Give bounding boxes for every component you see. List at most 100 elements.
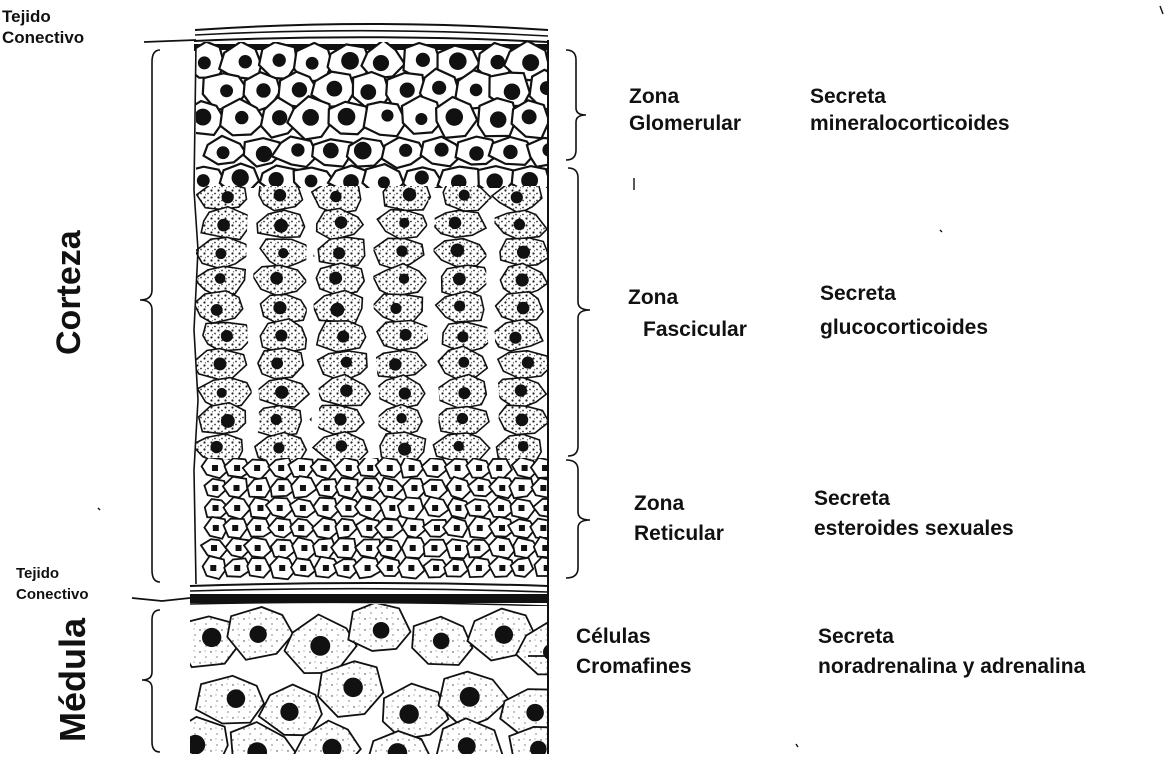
reticularis-nucleus [387, 465, 393, 471]
reticularis-nucleus [540, 525, 546, 531]
glomerulosa-nucleus [194, 109, 211, 126]
fasciculata-nucleus [398, 443, 411, 456]
chromaffin-nucleus [460, 687, 480, 707]
fasciculata-nucleus [457, 331, 468, 342]
tejido-top-line1: Tejido [2, 7, 84, 28]
fasciculata-nucleus [340, 384, 352, 396]
fasciculata-nucleus [514, 219, 525, 230]
glomerulosa-nucleus [416, 53, 430, 67]
reticular-secretion-line1: Secreta [814, 484, 1014, 514]
reticularis-nucleus [499, 525, 505, 531]
chromaffin-nucleus [310, 636, 330, 656]
reticularis-nucleus [298, 525, 304, 531]
zona-fascicular-label: Zona Fascicular [628, 282, 747, 345]
fasciculata-nucleus [335, 216, 348, 229]
fasciculata-nucleus [390, 303, 401, 314]
glomerulosa-nucleus [272, 110, 287, 125]
fasciculata-nucleus [509, 332, 521, 344]
glomerulosa-nucleus [291, 143, 304, 156]
fasciculata-nucleus [400, 329, 412, 341]
fasciculata-nucleus [215, 248, 226, 259]
chromaffin-nucleus [186, 735, 206, 755]
reticularis-nucleus [387, 525, 393, 531]
reticularis-nucleus [498, 505, 504, 511]
zona-fasciculata-cells [192, 180, 551, 466]
reticularis-nucleus [321, 465, 327, 471]
reticularis-nucleus [324, 485, 330, 491]
fasciculata-nucleus [222, 191, 234, 203]
glomerulosa-nucleus [306, 57, 319, 70]
glomerulosa-nucleus [239, 55, 252, 68]
reticularis-nucleus [455, 485, 461, 491]
glomerulosa-nucleus [354, 142, 372, 160]
chromaffin-nucleus [373, 622, 390, 639]
fasciculata-nucleus [517, 302, 530, 315]
reticularis-nucleus [521, 545, 527, 551]
reticularis-nucleus [343, 545, 349, 551]
fasciculata-nucleus [337, 331, 349, 343]
fasciculata-nucleus [518, 441, 529, 452]
reticularis-nucleus [366, 525, 372, 531]
glomerulosa-nucleus [292, 82, 307, 97]
fasciculata-nucleus [274, 189, 287, 202]
chromaffin-nucleus [399, 704, 418, 723]
reticularis-nucleus [410, 525, 416, 531]
reticularis-nucleus [210, 565, 216, 571]
reticularis-nucleus [518, 565, 524, 571]
celulas-cromafines-label: Células Cromafines [576, 622, 692, 683]
glomerulosa-nucleus [373, 55, 389, 71]
reticularis-nucleus [431, 545, 437, 551]
glomerulosa-nucleus [256, 146, 272, 162]
reticularis-nucleus [213, 505, 219, 511]
glomerulosa-nucleus [446, 108, 464, 126]
fasciculata-nucleus [389, 358, 401, 370]
reticularis-nucleus [234, 505, 240, 511]
reticularis-nucleus [324, 525, 330, 531]
reticularis-nucleus [499, 485, 505, 491]
celulas-cromafines-line1: Células [576, 622, 692, 652]
capsule-connective-tissue-bottom [190, 583, 548, 606]
glomerulosa-nucleus [542, 143, 556, 157]
fasciculata-nucleus [217, 388, 227, 398]
reticularis-nucleus [411, 485, 417, 491]
zona-reticular-line1: Zona [634, 489, 724, 519]
glomerulosa-nucleus [490, 55, 505, 70]
reticularis-nucleus [455, 545, 461, 551]
glomerulosa-nucleus [220, 84, 233, 97]
reticularis-nucleus [254, 465, 260, 471]
reticularis-nucleus [408, 505, 414, 511]
glomerulosa-nucleus [302, 109, 319, 126]
reticularis-nucleus [255, 525, 261, 531]
glomerulosa-nucleus [256, 83, 270, 97]
corteza-brace [140, 50, 160, 582]
reticularis-nucleus [323, 565, 329, 571]
medula-label: Médula [51, 615, 95, 745]
glomerulosa-nucleus [305, 175, 318, 188]
zona-glomerular-label: Zona Glomerular [629, 84, 741, 138]
reticularis-nucleus [365, 565, 371, 571]
reticularis-nucleus [212, 465, 218, 471]
glomerulosa-nucleus [469, 146, 484, 161]
zona-fascicular-line2: Fascicular [628, 314, 747, 346]
reticularis-nucleus [476, 565, 482, 571]
reticularis-nucleus [474, 545, 480, 551]
reticularis-nucleus [343, 525, 349, 531]
reticularis-nucleus [236, 545, 242, 551]
reticularis-nucleus [345, 505, 351, 511]
glomerular-secretion-line1: Secreta [810, 84, 1010, 111]
medula-secretion-line1: Secreta [818, 622, 1085, 652]
reticularis-nucleus [346, 465, 352, 471]
reticularis-nucleus [366, 545, 372, 551]
fasciculata-nucleus [341, 357, 352, 368]
fasciculata-nucleus [271, 358, 283, 370]
reticular-secretion-label: Secreta esteroides sexuales [814, 484, 1014, 545]
glomerulosa-nucleus [470, 84, 483, 97]
reticular-secretion-line2: esteroides sexuales [814, 514, 1014, 544]
fascicular-secretion-label: Secreta glucocorticoides [820, 277, 988, 344]
zona-glomerular-line2: Glomerular [629, 111, 741, 138]
fasciculata-nucleus [458, 357, 469, 368]
chromaffin-nucleus [543, 644, 560, 661]
tejido-bottom-pointer [132, 598, 190, 601]
reticularis-nucleus [212, 485, 218, 491]
reticularis-nucleus [279, 565, 285, 571]
